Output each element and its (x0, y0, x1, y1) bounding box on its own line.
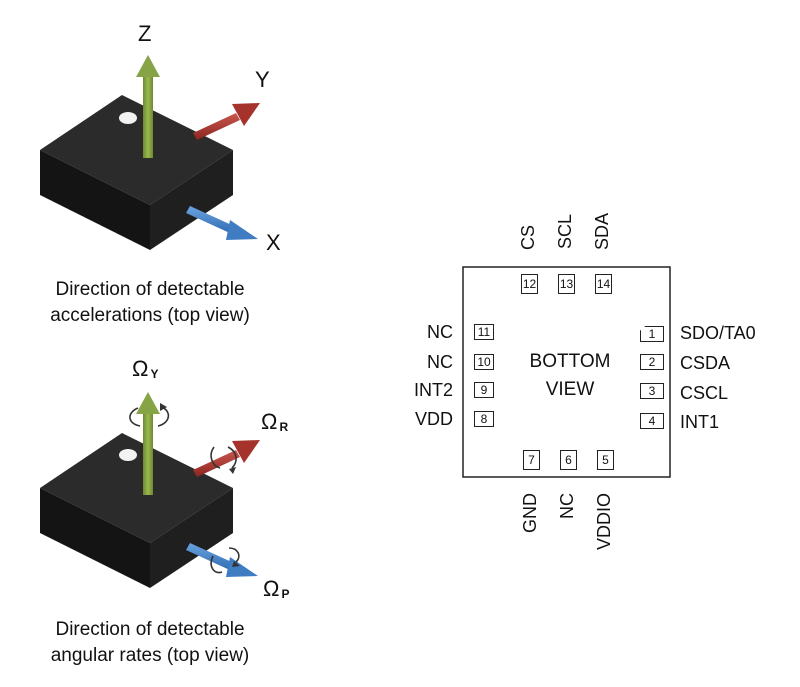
y-axis-label: Y (255, 67, 270, 92)
accel-caption-line2: accelerations (top view) (50, 305, 250, 326)
gyro-caption-line1: Direction of detectable (55, 619, 245, 640)
pin-13-label: SCL (555, 214, 575, 250)
pin-3-label: CSCL (680, 383, 729, 403)
pin-4-label: INT1 (680, 412, 720, 432)
rotation-arrow-r (210, 446, 221, 469)
omega-y-subscript: Y (150, 367, 159, 381)
omega-r-subscript: R (279, 420, 289, 434)
rotation-arrow-y (129, 407, 141, 427)
pin-2-label: CSDA (680, 353, 731, 373)
omega-p-symbol: Ω (263, 576, 280, 601)
bottom-view-line1: BOTTOM (529, 351, 611, 372)
x-axis-label: X (266, 230, 281, 255)
pin-9: 9 (474, 382, 494, 398)
pin-4: 4 (640, 413, 664, 429)
pin-3: 3 (640, 383, 664, 399)
pin-10-label: NC (427, 352, 453, 372)
pin-7-label: GND (520, 493, 540, 533)
gyro-chip-body (40, 433, 233, 588)
z-axis-label: Z (138, 21, 152, 46)
pin-12-label: CS (518, 225, 538, 251)
rotation-arrow-p (210, 555, 223, 574)
pin1-marker (119, 112, 137, 124)
pin1-marker (119, 449, 137, 461)
gyro-caption-line2: angular rates (top view) (50, 645, 250, 666)
pin-11-label: NC (427, 322, 453, 342)
x-axis-arrow (186, 206, 258, 240)
accel-caption: Direction of detectable accelerations (t… (0, 277, 300, 329)
omega-p-subscript: P (281, 587, 290, 601)
r-axis-arrow (193, 440, 260, 477)
accel-caption-line1: Direction of detectable (55, 279, 245, 300)
z-axis-arrow (136, 55, 160, 158)
accel-chip-body (40, 95, 233, 250)
pin-12: 12 (521, 274, 538, 294)
p-axis-arrow (186, 543, 258, 577)
pin-1-label: SDO/TA0 (680, 323, 756, 343)
pin-6: 6 (560, 450, 577, 470)
y-rotation-axis-arrow (129, 392, 170, 495)
pin-11: 11 (474, 324, 494, 340)
pin-14: 14 (595, 274, 612, 294)
bottom-view-line2: VIEW (545, 379, 595, 400)
pin-13: 13 (558, 274, 575, 294)
pin-2: 2 (640, 354, 664, 370)
pin-8: 8 (474, 411, 494, 427)
gyro-caption: Direction of detectable angular rates (t… (0, 617, 300, 669)
omega-r-symbol: Ω (261, 409, 278, 434)
pin-7: 7 (523, 450, 540, 470)
pin-5: 5 (597, 450, 614, 470)
pin-10: 10 (474, 354, 494, 370)
pin-6-label: NC (557, 493, 577, 519)
pin-8-label: VDD (414, 409, 453, 429)
pin-9-label: INT2 (413, 380, 453, 400)
pin-14-label: SDA (592, 213, 612, 251)
pin-5-label: VDDIO (594, 493, 614, 551)
pin-1: 1 (640, 326, 664, 342)
y-axis-arrow (193, 103, 260, 140)
omega-y-symbol: Ω (132, 356, 149, 381)
bottom-view-label: BOTTOM VIEW (500, 348, 640, 404)
